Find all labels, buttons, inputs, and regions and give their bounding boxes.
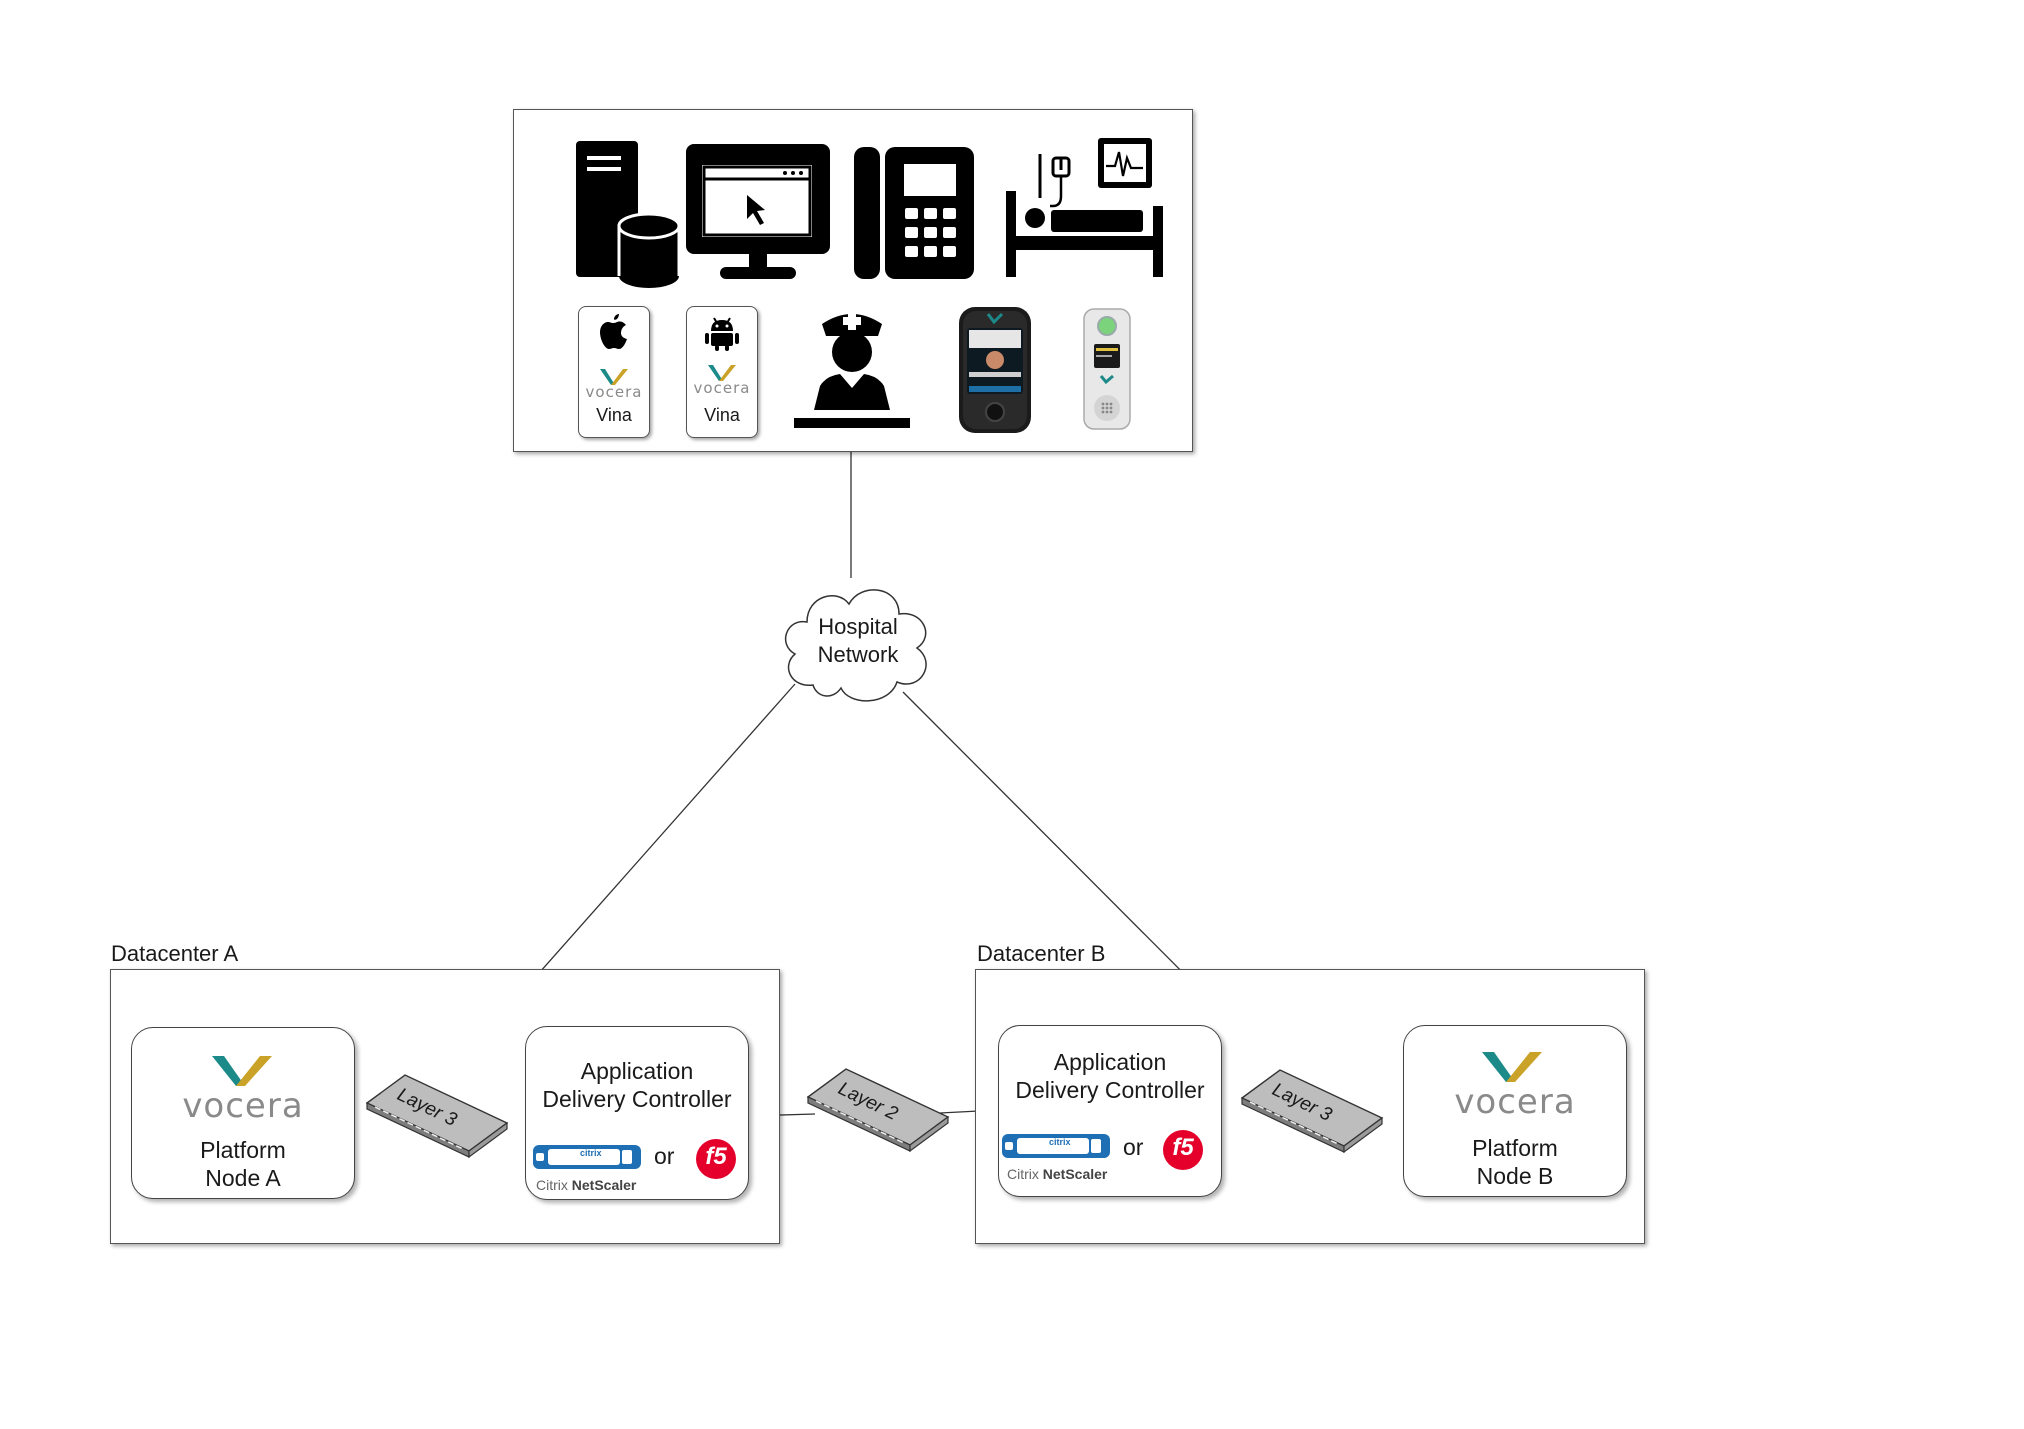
vocera-v-mark-icon	[212, 1056, 272, 1086]
f5-logo-text: f5	[1172, 1134, 1194, 1161]
apple-icon	[600, 314, 627, 349]
ios-vina-app-card: vocera Vina	[578, 306, 650, 438]
node-b-label: Platform Node B	[1404, 1134, 1626, 1190]
node-a-line1: Platform	[200, 1137, 286, 1163]
network-switch-icon	[365, 1074, 509, 1159]
network-switch-icon	[806, 1068, 950, 1153]
platform-node-b: vocera Platform Node B	[1403, 1025, 1627, 1197]
layer3-switch-a: Layer 3	[365, 1067, 510, 1159]
nurse-icon	[794, 312, 910, 428]
network-switch-icon	[1240, 1069, 1384, 1154]
node-b-line1: Platform	[1472, 1135, 1558, 1161]
ios-app-label: Vina	[596, 405, 632, 425]
adc-a-line2: Delivery Controller	[542, 1086, 732, 1112]
citrix-netscaler-label: Citrix NetScaler	[1007, 1166, 1107, 1182]
server-database-icon	[576, 141, 681, 288]
hospital-network-label: Hospital Network	[773, 613, 943, 669]
adc-a-or: or	[654, 1143, 675, 1169]
adc-b-line1: Application	[1053, 1049, 1167, 1075]
adc-b-or: or	[1123, 1134, 1144, 1160]
vocera-v-mark-icon	[600, 369, 628, 385]
adc-a-line1: Application	[580, 1058, 694, 1084]
platform-node-a: vocera Platform Node A	[131, 1027, 355, 1199]
citrix-netscaler-label: Citrix NetScaler	[536, 1177, 636, 1193]
citrix-prefix: Citrix	[1007, 1166, 1043, 1182]
vocera-v-mark-icon	[1482, 1052, 1542, 1082]
adc-b-label: Application Delivery Controller	[999, 1048, 1221, 1104]
layer3-switch-b: Layer 3	[1240, 1062, 1385, 1154]
node-a-line2: Node A	[205, 1165, 281, 1191]
f5-logo-icon	[1163, 1130, 1203, 1170]
hospital-network-line1: Hospital	[818, 614, 898, 639]
f5-logo-text: f5	[705, 1143, 727, 1170]
node-a-label: Platform Node A	[132, 1136, 354, 1192]
vocera-wordmark: vocera	[585, 383, 643, 401]
android-vina-app-card: vocera Vina	[686, 306, 758, 438]
computer-monitor-icon	[686, 144, 830, 279]
citrix-bold: NetScaler	[1042, 1166, 1108, 1182]
hospital-network-cloud	[784, 589, 927, 702]
node-b-line2: Node B	[1476, 1163, 1554, 1189]
citrix-netscaler-appliance-icon	[1002, 1134, 1110, 1158]
adc-a-label: Application Delivery Controller	[526, 1057, 748, 1113]
citrix-badge-text: citrix	[580, 1148, 602, 1158]
adc-a: Application Delivery Controller citrix C…	[525, 1026, 749, 1200]
citrix-badge-text: citrix	[1049, 1137, 1071, 1147]
hospital-network-line2: Network	[817, 642, 899, 667]
vocera-badge-icon	[1083, 308, 1131, 430]
vocera-v-mark-icon	[708, 365, 736, 381]
desk-phone-icon	[854, 147, 974, 279]
vocera-smartbadge-icon	[959, 307, 1031, 433]
adc-b: Application Delivery Controller citrix C…	[998, 1025, 1222, 1197]
layer2-switch: Layer 2	[806, 1061, 951, 1153]
citrix-bold: NetScaler	[571, 1177, 637, 1193]
vocera-wordmark: vocera	[182, 1086, 304, 1126]
android-icon	[705, 317, 739, 351]
vocera-wordmark: vocera	[1454, 1082, 1576, 1122]
datacenter-a-label: Datacenter A	[111, 941, 239, 966]
citrix-prefix: Citrix	[536, 1177, 572, 1193]
vocera-wordmark: vocera	[693, 379, 751, 397]
adc-b-line2: Delivery Controller	[1015, 1077, 1205, 1103]
datacenter-b-label: Datacenter B	[977, 941, 1106, 966]
patient-monitor-bed-icon	[1006, 138, 1163, 277]
f5-logo-icon	[696, 1139, 736, 1179]
android-app-label: Vina	[704, 405, 740, 425]
citrix-netscaler-appliance-icon	[533, 1145, 641, 1169]
